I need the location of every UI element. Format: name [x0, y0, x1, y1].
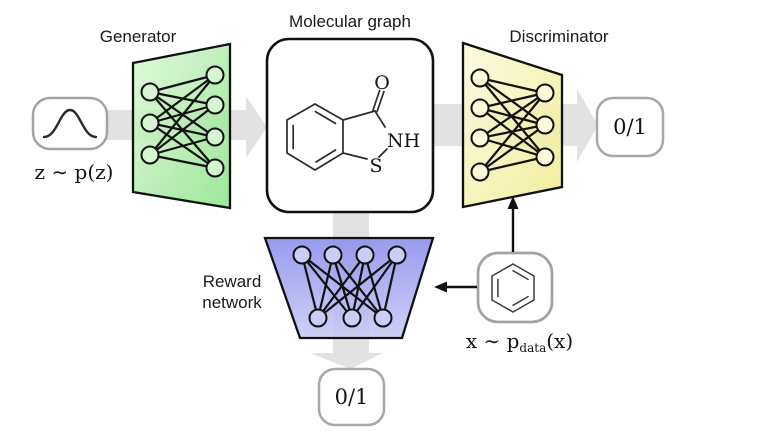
benzene-ring-icon: [491, 263, 535, 313]
data-arrows: [434, 196, 519, 293]
molecule-structure-icon: O NH S: [286, 72, 420, 177]
reward-network-label: Reward network: [187, 271, 277, 314]
atom-label-o: O: [374, 72, 390, 94]
generator-nodes: [140, 65, 225, 178]
atom-label-s: S: [369, 155, 382, 177]
flow-arrowhead-to-graph: [246, 96, 267, 158]
discriminator-label: Discriminator: [509, 27, 609, 46]
reward-network: [263, 236, 435, 340]
generator-edges: [149, 73, 216, 170]
discriminator-network: [461, 41, 564, 209]
data-label-suffix: (x): [546, 329, 574, 353]
discriminator-edges: [479, 76, 546, 174]
discriminator-output-label: 0/1: [613, 115, 647, 139]
reward-nodes: [292, 245, 407, 328]
gaussian-curve-icon: [42, 108, 98, 139]
reward-network-label-line1: Reward: [202, 272, 262, 291]
generator-network: [131, 42, 232, 210]
flow-arrowhead-to-reward-output: [310, 353, 383, 369]
reward-network-label-line2: network: [202, 293, 262, 313]
data-distribution-label: x ∼ pdata(x): [452, 329, 587, 356]
discriminator-nodes: [470, 68, 555, 182]
noise-input-box: [31, 96, 109, 151]
data-label-subscript: data: [519, 341, 547, 355]
arrowhead-data-to-discriminator: [507, 196, 519, 209]
molecular-graph-box: O NH S: [265, 37, 435, 214]
reward-edges: [300, 254, 399, 319]
molecular-graph-label: Molecular graph: [289, 12, 411, 31]
atom-label-nh: NH: [387, 130, 420, 152]
data-sample-box: [476, 251, 554, 324]
data-label-prefix: x ∼ p: [465, 329, 520, 353]
reward-output-label: 0/1: [334, 385, 369, 409]
discriminator-output-box: [595, 96, 665, 158]
flow-arrowhead-to-disc-output: [577, 89, 598, 162]
generator-label: Generator: [99, 27, 177, 46]
arrowhead-data-to-reward: [434, 281, 447, 293]
reward-output-box: [317, 367, 386, 427]
noise-distribution-label: z ∼ p(z): [34, 160, 114, 184]
